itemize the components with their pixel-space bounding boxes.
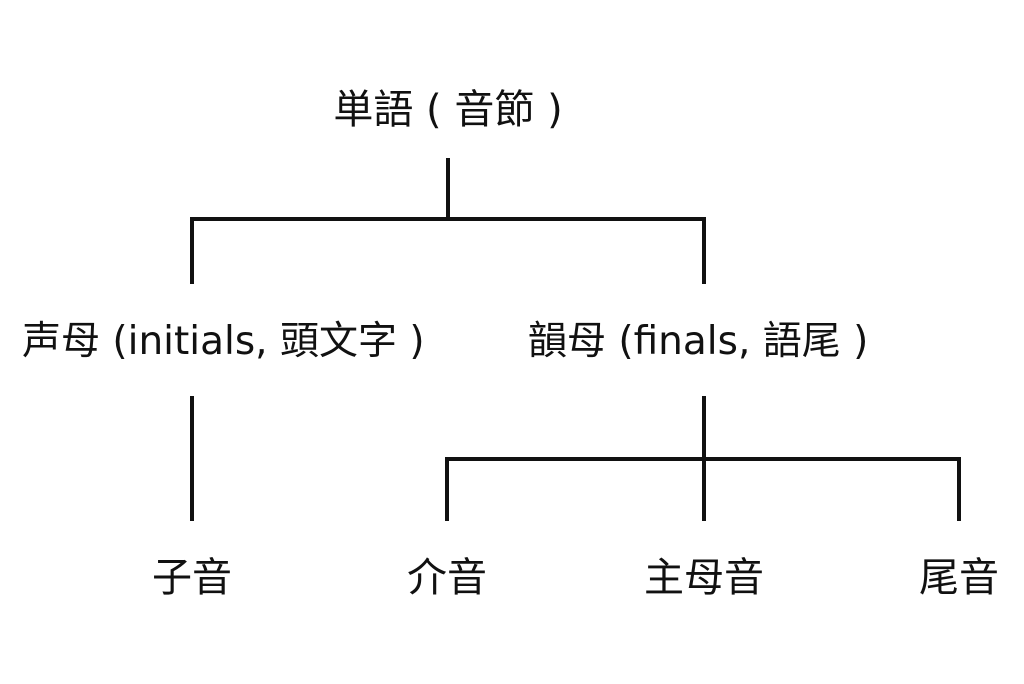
node-finals: 韻母 (finals, 語尾 ) [528,319,869,364]
leaf-coda: 尾音 [919,555,999,601]
root-node-word-syllable: 単語 ( 音節 ) [333,87,563,133]
leaf-main-vowel: 主母音 [644,555,764,601]
leaf-medial: 介音 [407,555,487,601]
leaf-consonant: 子音 [152,555,232,601]
node-initials: 声母 (initials, 頭文字 ) [22,319,425,364]
